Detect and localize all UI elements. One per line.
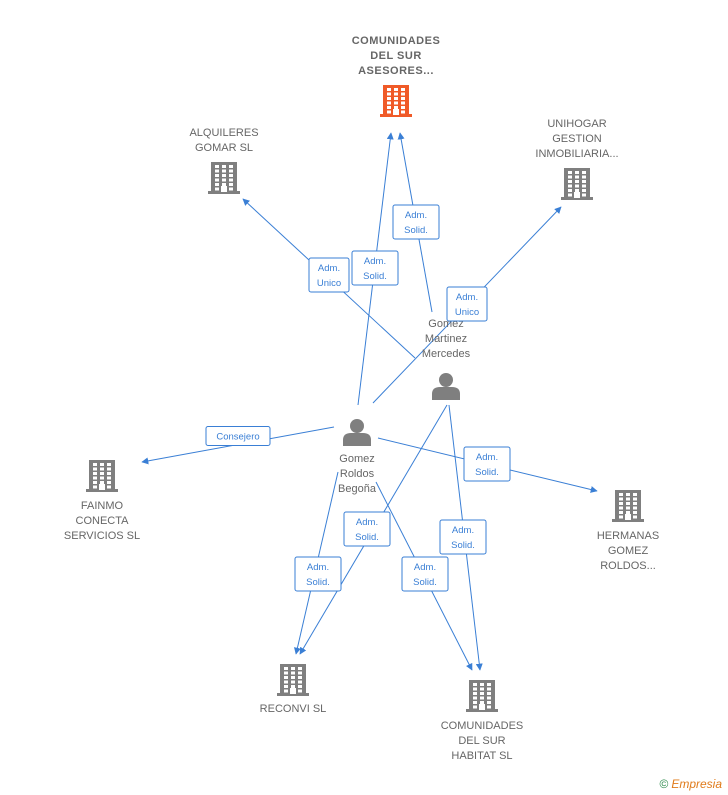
footer-brand[interactable]: ©Empresia [659,777,722,791]
node-label: COMUNIDADES [441,720,524,732]
edge-label[interactable]: Adm. Solid. [294,556,342,592]
copyright-icon: © [659,777,669,791]
node-label: Martinez [425,333,467,345]
building-icon [561,168,593,200]
edge-label[interactable]: Adm. Solid. [401,556,449,592]
node-label: DEL SUR [370,50,422,62]
edge-labels-layer: Adm.Solid.Adm.Solid.Adm.UnicoAdm.UnicoCo… [205,204,511,592]
edge-label-text: Solid. [404,225,428,236]
node-label: CONECTA [76,515,130,527]
node-label: GOMAR SL [195,142,253,154]
edge-label-box [439,519,487,555]
edge-label-box [463,446,511,482]
edge-label-text: Adm. [405,210,427,221]
building-icon [380,85,412,117]
edge-label-text: Adm. [414,562,436,573]
node-label: COMUNIDADES [352,35,441,47]
edge-label-text: Adm. [318,263,340,274]
node-label: ASESORES... [358,65,434,77]
building-icon [612,490,644,522]
node-fainmo[interactable]: FAINMO CONECTA SERVICIOS SL [64,460,140,542]
node-comunidades-habitat[interactable]: COMUNIDADES DEL SUR HABITAT SL [441,680,524,762]
edge-label-text: Unico [317,278,341,289]
edge-label-text: Unico [455,307,479,318]
node-label: GESTION [552,133,602,145]
edge-label[interactable]: Adm. Solid. [343,511,391,547]
edge-label-text: Solid. [363,271,387,282]
edge-label-text: Adm. [364,256,386,267]
edge-label-text: Solid. [306,577,330,588]
edge-label[interactable]: Adm. Unico [446,286,488,322]
edge-label-box [401,556,449,592]
node-label: INMOBILIARIA... [535,148,618,160]
edge-label-text: Adm. [307,562,329,573]
edge-label[interactable]: Adm. Unico [308,257,350,293]
edge-label-text: Adm. [356,517,378,528]
person-icon [432,373,460,400]
node-label: FAINMO [81,500,124,512]
edge-label-box [343,511,391,547]
edge-label-text: Solid. [475,467,499,478]
building-icon [86,460,118,492]
node-label: GOMEZ [608,545,649,557]
building-icon [466,680,498,712]
node-hermanas[interactable]: HERMANAS GOMEZ ROLDOS... [597,490,659,572]
edge-label[interactable]: Adm. Solid. [463,446,511,482]
node-label: RECONVI SL [260,703,327,715]
node-label: HERMANAS [597,530,659,542]
edge-label-text: Adm. [452,525,474,536]
node-label: ROLDOS... [600,560,656,572]
node-label: Roldos [340,468,375,480]
node-label: ALQUILERES [189,127,258,139]
edges-layer [141,132,598,671]
edge-label-text: Solid. [355,532,379,543]
edge-label-box [308,257,350,293]
edge-label[interactable]: Adm. Solid. [439,519,487,555]
building-icon [208,162,240,194]
person-icon [343,419,371,446]
node-label: SERVICIOS SL [64,530,140,542]
node-label: Gomez [339,453,374,465]
edge-label-text: Consejero [216,432,259,443]
node-label: Begoña [338,483,377,495]
edge-label-box [446,286,488,322]
nodes-layer: COMUNIDADES DEL SUR ASESORES... ALQUILERES G… [64,35,659,762]
edge-label-box [294,556,342,592]
node-alquileres-gomar[interactable]: ALQUILERES GOMAR SL [189,127,259,194]
edge-label[interactable]: Adm. Solid. [351,250,399,286]
brand-name: Empresia [671,777,722,791]
edge-label[interactable]: Adm. Solid. [392,204,440,240]
node-unihogar[interactable]: UNIHOGAR GESTION INMOBILIARIA... [535,118,619,200]
building-icon [277,664,309,696]
edge-label[interactable]: Consejero [205,426,271,446]
node-label: DEL SUR [458,735,505,747]
edge-label-text: Adm. [476,452,498,463]
node-reconvi[interactable]: RECONVI SL [260,664,327,715]
node-label: UNIHOGAR [547,118,606,130]
edge-label-box [392,204,440,240]
edge-label-box [205,426,271,446]
edge-label-text: Adm. [456,292,478,303]
node-label: Mercedes [422,348,471,360]
edge-label-box [351,250,399,286]
node-label: HABITAT SL [451,750,512,762]
edge-label-text: Solid. [451,540,475,551]
edge-label-text: Solid. [413,577,437,588]
node-comunidades-asesores[interactable]: COMUNIDADES DEL SUR ASESORES... [352,35,441,117]
